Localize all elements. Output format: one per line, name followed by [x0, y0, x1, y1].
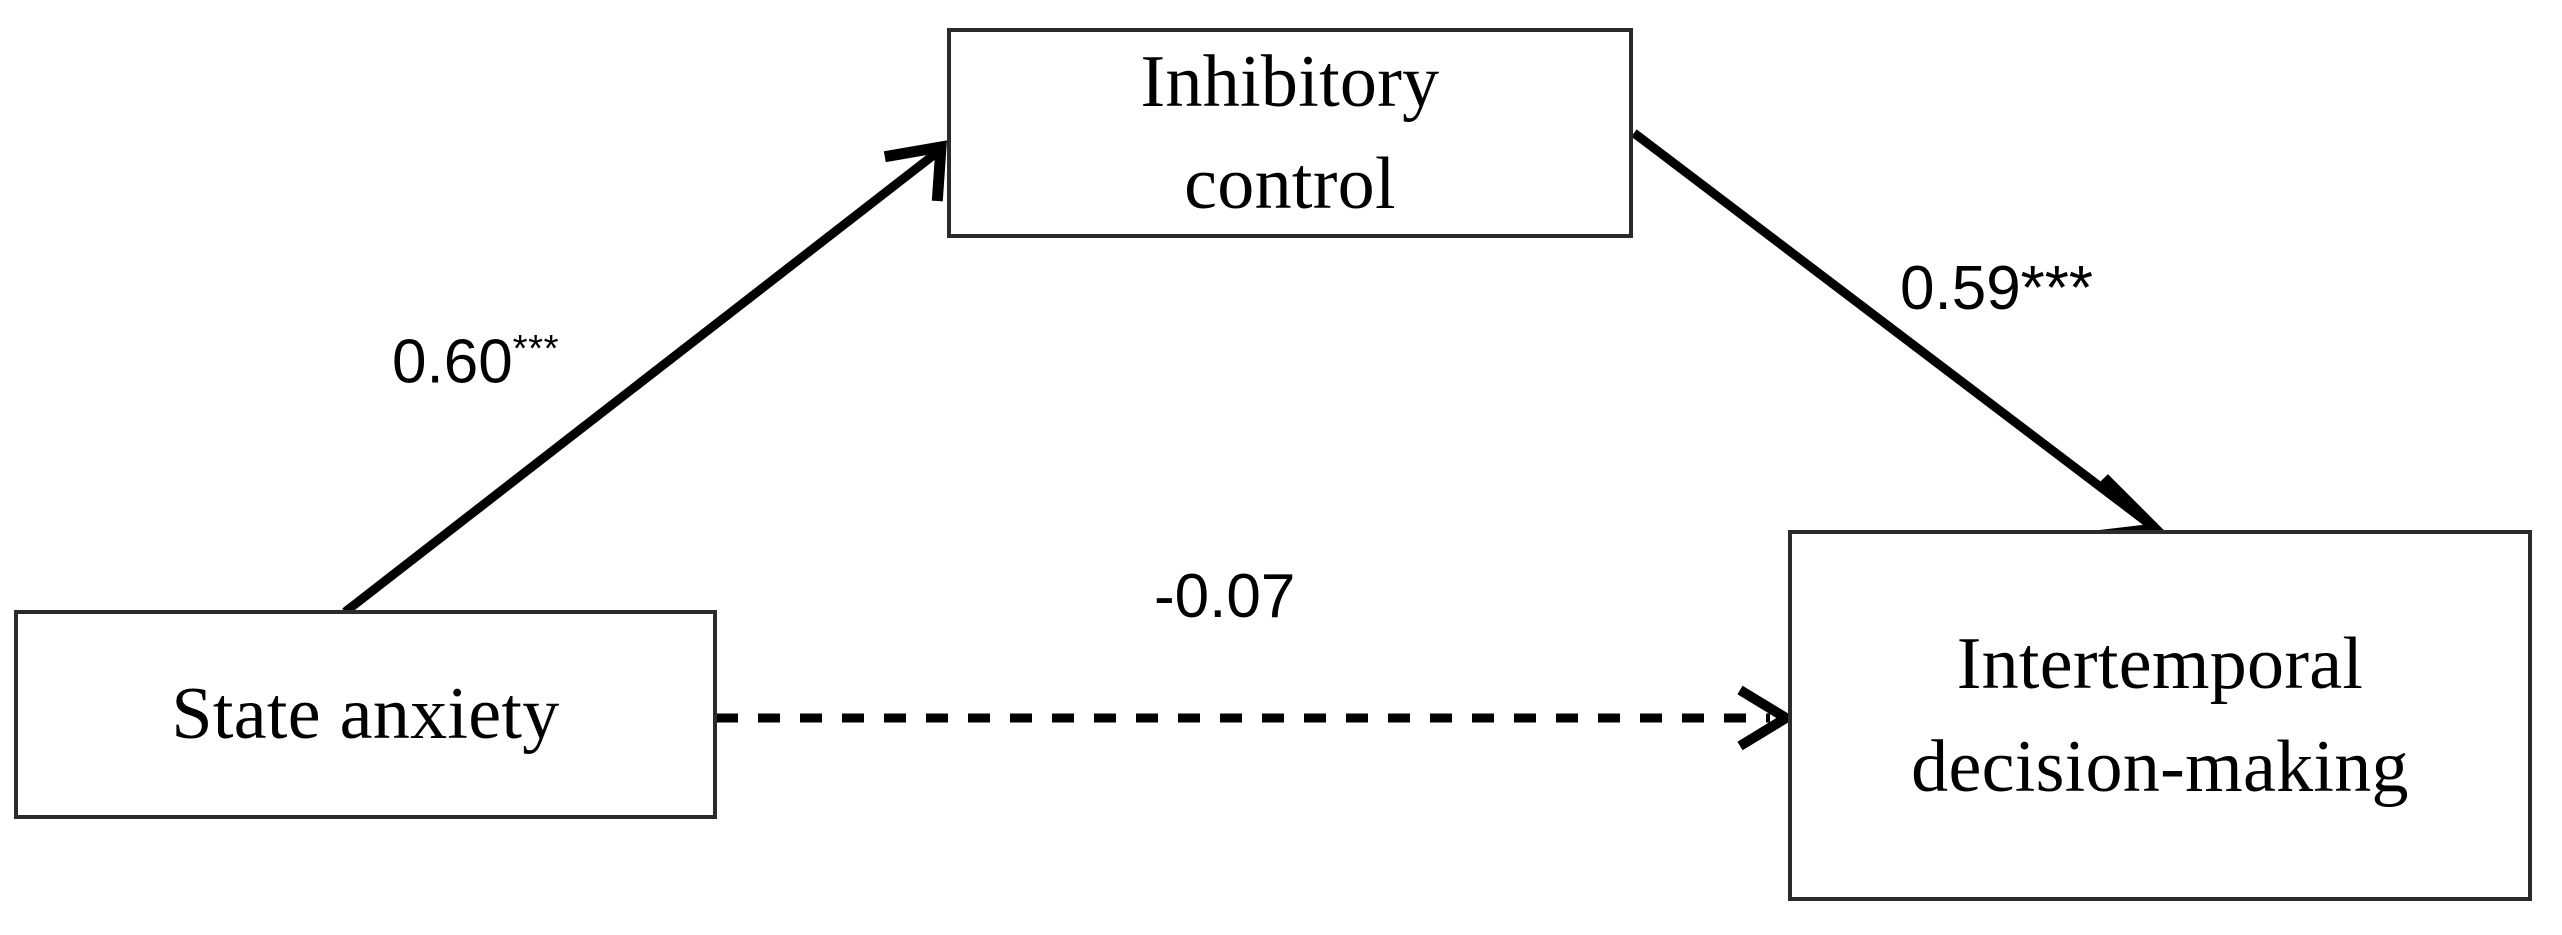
path-label-a: 0.60***: [392, 327, 560, 397]
node-inhibitory-control-line1: Inhibitory: [1140, 40, 1440, 123]
path-c-coefficient: -0.07: [1154, 562, 1296, 631]
path-label-c: -0.07: [1154, 566, 1295, 628]
node-state-anxiety-line1: State anxiety: [171, 673, 560, 756]
path-a-coefficient: 0.60: [392, 327, 513, 397]
node-intertemporal-decision-making: Intertemporal decision-making: [1788, 530, 2532, 901]
path-label-b: 0.59***: [1900, 258, 2093, 320]
path-b-significance: ***: [2020, 254, 2094, 323]
path-b-coefficient: 0.59: [1900, 254, 2021, 323]
node-intertemporal-line2: decision-making: [1911, 725, 2409, 808]
node-state-anxiety: State anxiety: [14, 610, 717, 819]
node-inhibitory-control-line2: control: [1184, 143, 1396, 225]
node-intertemporal-line1: Intertemporal: [1956, 623, 2364, 706]
node-inhibitory-control: Inhibitory control: [947, 28, 1633, 238]
path-a-significance: ***: [512, 327, 560, 370]
b-path-arrow: [1631, 129, 2167, 542]
c-path-arrow: [716, 685, 1796, 751]
a-path-arrow: [342, 140, 947, 616]
